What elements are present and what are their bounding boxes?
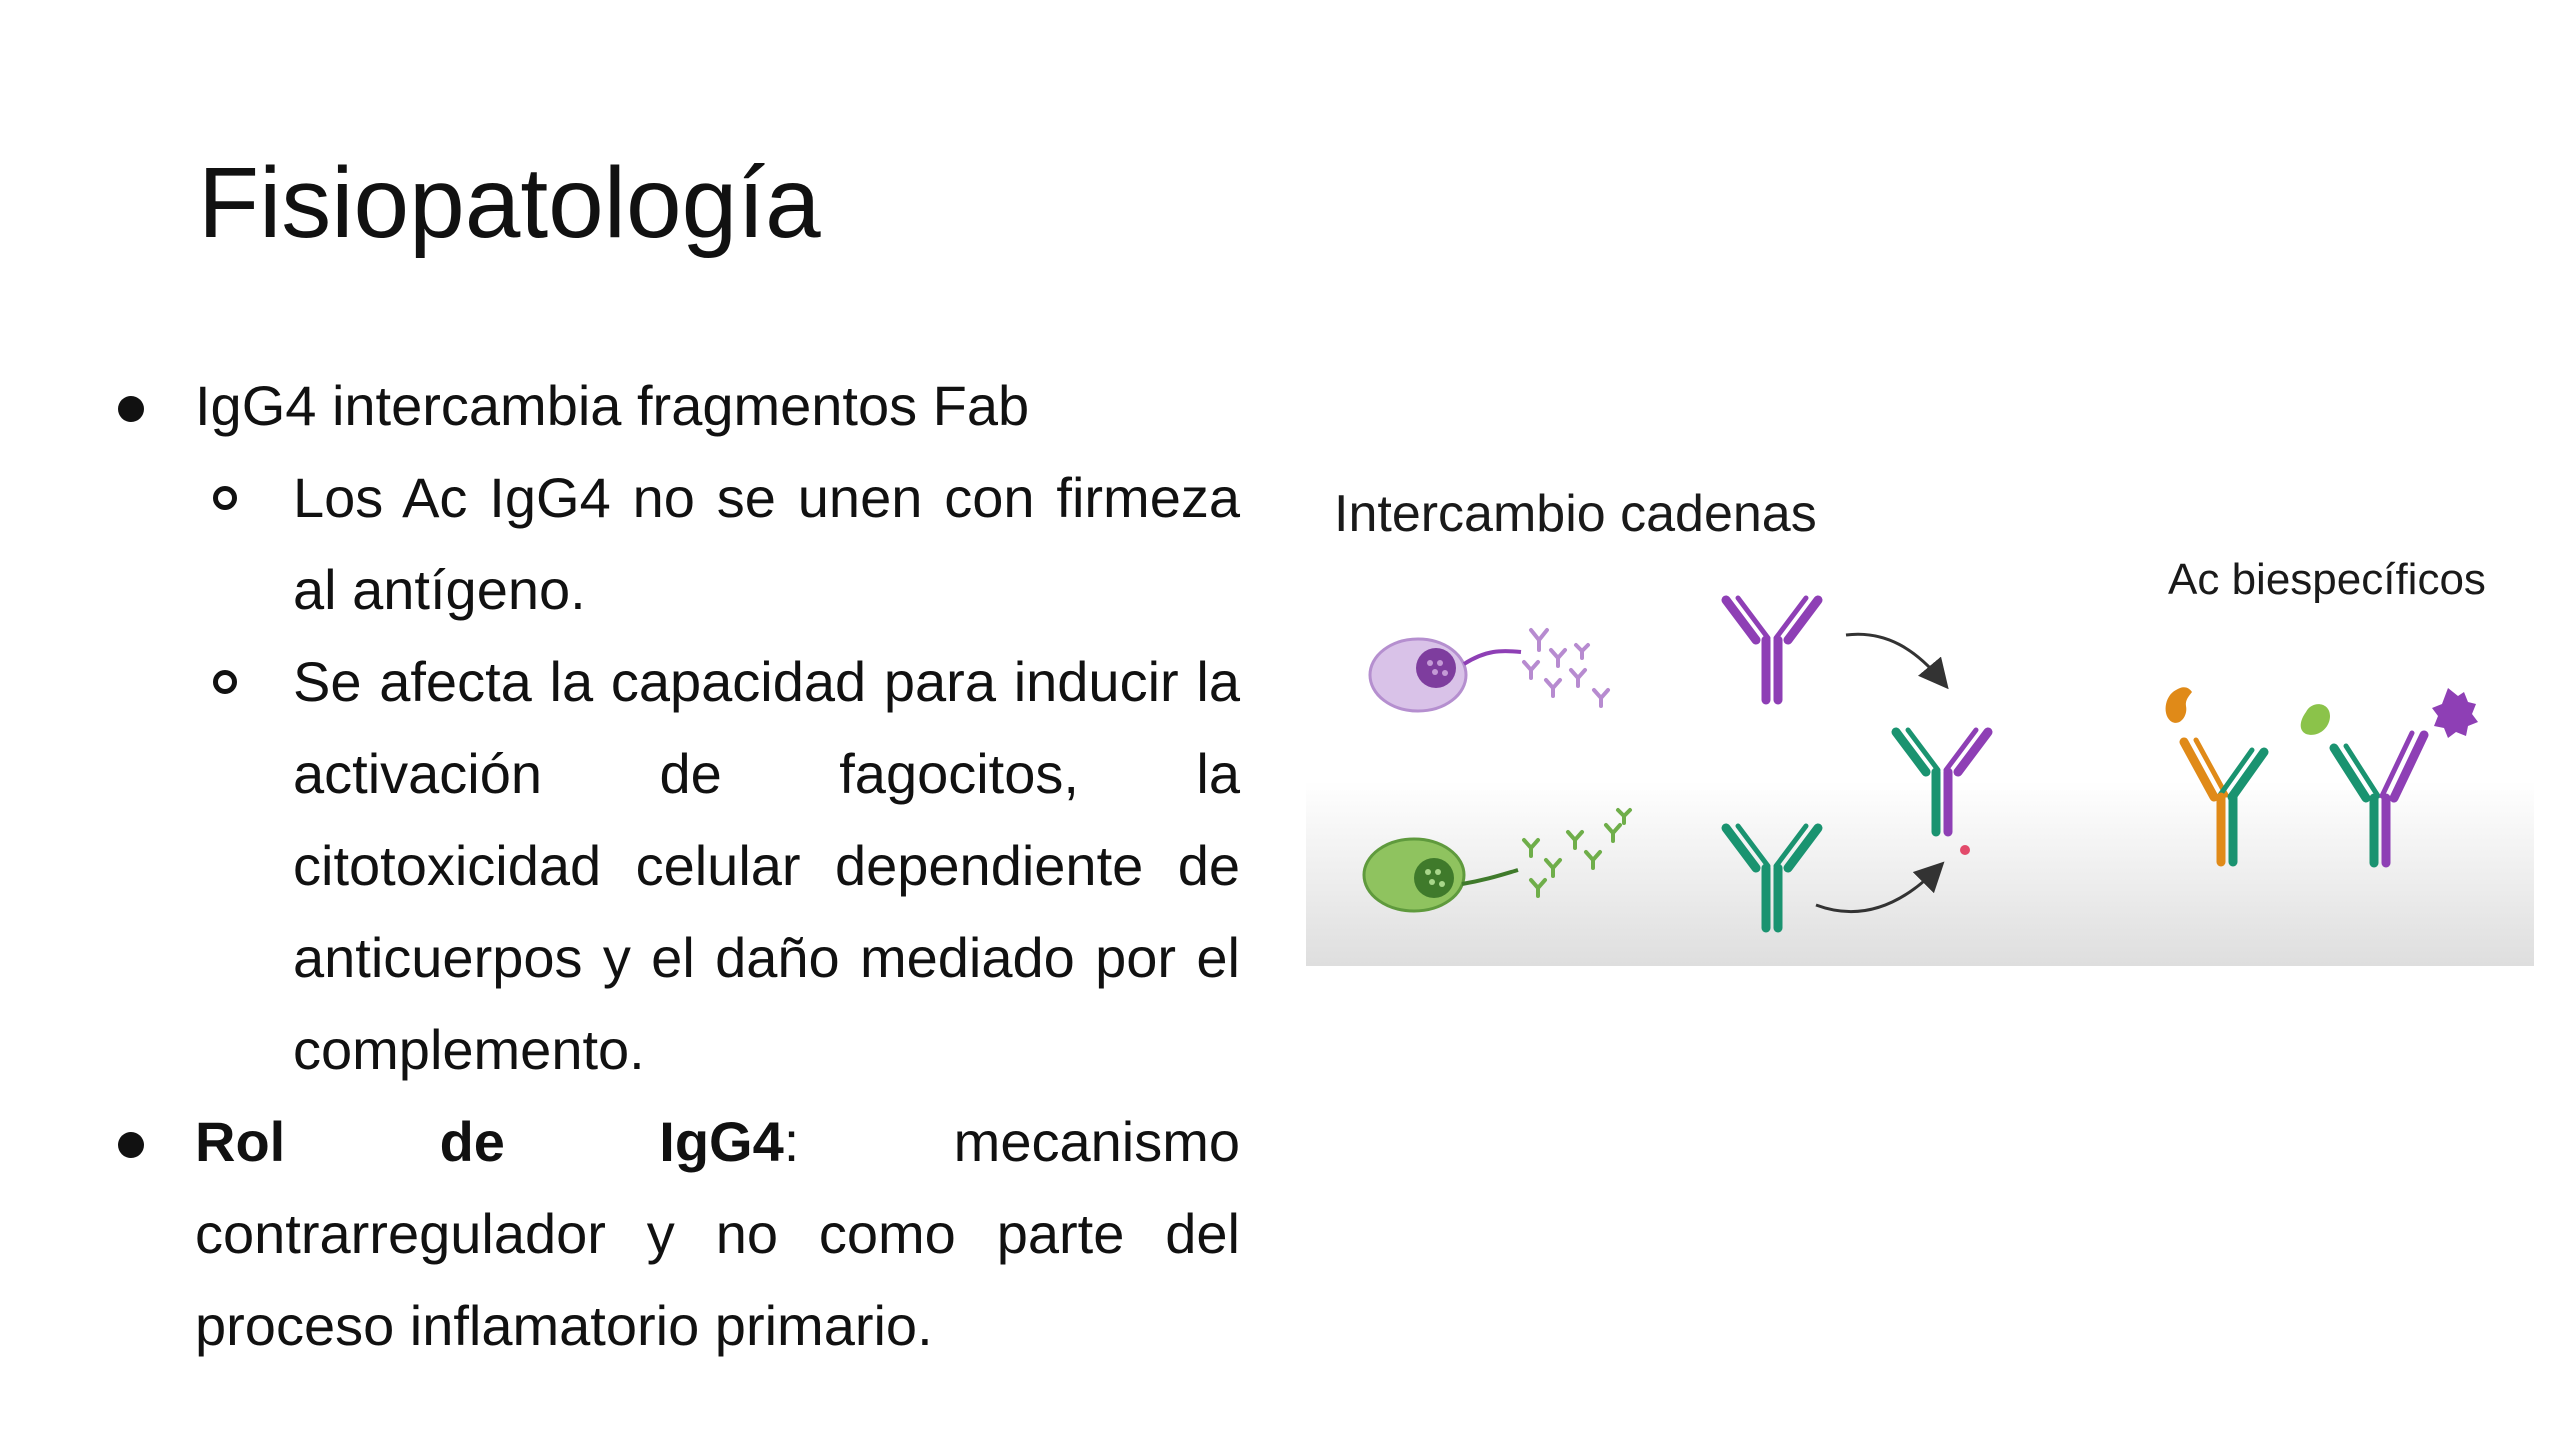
purple-antigen-icon	[2432, 688, 2478, 738]
slide-title: Fisiopatología	[198, 147, 821, 259]
antigen-dot-icon	[1960, 845, 1970, 855]
green-antigen-icon	[2300, 704, 2330, 735]
sub-bullet-text: Se afecta la capacidad para inducir la a…	[293, 650, 1240, 1081]
green-antibody-fragments-icon	[1522, 808, 1632, 898]
bullet-item: Rol de IgG4: mecanismo contrarregulador …	[110, 1096, 1240, 1372]
antibody-exchange-figure: Intercambio cadenas Ac biespecíficos	[1306, 480, 2534, 966]
purple-antibody-icon	[1721, 595, 1823, 705]
sub-bullet-ring-icon	[213, 670, 237, 694]
sub-bullet-text: Los Ac IgG4 no se unen con firmeza al an…	[293, 466, 1240, 621]
sub-bullet-item: Los Ac IgG4 no se unen con firmeza al an…	[110, 452, 1240, 636]
orange-antigen-icon	[2165, 687, 2192, 723]
bullet-dot-icon	[118, 396, 144, 422]
figure-background	[1306, 480, 2534, 966]
hybrid-antibody-icon	[1891, 727, 1993, 837]
figure-label-bispecific: Ac biespecíficos	[2168, 555, 2486, 604]
bullet-colon: :	[783, 1110, 800, 1173]
bispecific-antibody-left-icon	[2179, 737, 2269, 867]
bullet-dot-icon	[118, 1132, 144, 1158]
exchange-arrow-bottom-icon	[1815, 861, 1945, 913]
bullet-bold-text: Rol de IgG4	[195, 1110, 784, 1173]
bullet-item: IgG4 intercambia fragmentos Fab	[110, 360, 1240, 452]
purple-plasma-cell-icon	[1368, 637, 1522, 713]
bullet-text: mecanismo contrarregulador y no como par…	[195, 1110, 1240, 1357]
slide-body: IgG4 intercambia fragmentos Fab Los Ac I…	[110, 360, 1240, 1372]
figure-label-chain-exchange: Intercambio cadenas	[1334, 485, 1817, 543]
green-antibody-icon	[1721, 823, 1823, 933]
exchange-arrow-top-icon	[1845, 632, 1949, 690]
purple-antibody-fragments-icon	[1522, 628, 1610, 708]
sub-bullet-item: Se afecta la capacidad para inducir la a…	[110, 636, 1240, 1096]
sub-bullet-ring-icon	[213, 486, 237, 510]
bispecific-antibody-right-icon	[2329, 730, 2429, 868]
green-plasma-cell-icon	[1362, 837, 1519, 913]
bullet-text: IgG4 intercambia fragmentos Fab	[195, 374, 1030, 437]
